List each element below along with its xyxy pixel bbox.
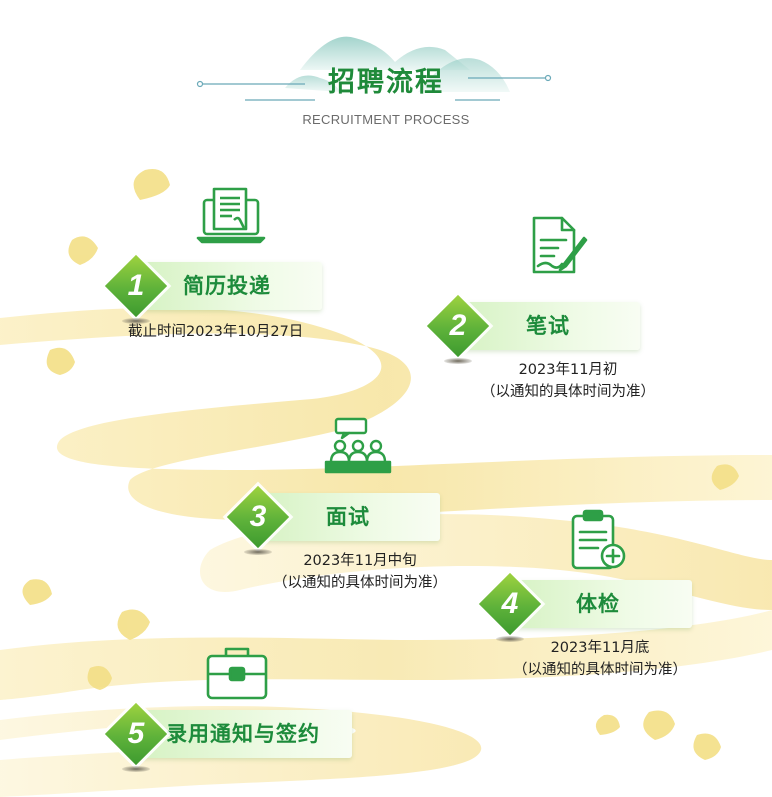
section-header: 招聘流程 RECRUITMENT PROCESS [0, 0, 772, 140]
step-4-shadow [496, 636, 524, 642]
step-1-date: 截止时间2023年10月27日 [128, 324, 304, 340]
step-4-number: 4 [501, 587, 519, 620]
step-3-label: 面试 [326, 505, 370, 529]
step-1-label: 简历投递 [183, 274, 271, 298]
step-4-label: 体检 [576, 592, 620, 616]
step-1-shadow [122, 318, 150, 324]
step-5-card [136, 710, 352, 758]
page-title: 招聘流程 [328, 67, 444, 98]
step-4-note: （以通知的具体时间为准） [513, 662, 687, 678]
step-4-date: 2023年11月底 [550, 640, 650, 656]
step-5-number: 5 [127, 717, 145, 750]
document-pen-icon [532, 216, 588, 274]
step-5-label: 录用通知与签约 [166, 722, 320, 746]
step-5-shadow [122, 766, 150, 772]
step-3-date: 2023年11月中旬 [303, 553, 417, 569]
step-2-date: 2023年11月初 [518, 362, 618, 378]
step-3-number: 3 [249, 500, 267, 533]
briefcase-icon [206, 647, 268, 700]
step-2-shadow [444, 358, 472, 364]
page-subtitle: RECRUITMENT PROCESS [302, 112, 470, 127]
step-2-note: （以通知的具体时间为准） [481, 384, 655, 400]
interview-panel-icon [324, 417, 392, 474]
resume-laptop-icon [196, 187, 266, 244]
step-2-number: 2 [449, 309, 467, 342]
step-2-label: 笔试 [526, 314, 570, 338]
step-3-shadow [244, 549, 272, 555]
step-1-number: 1 [127, 269, 145, 302]
medical-clipboard-icon [571, 509, 626, 570]
step-3-note: （以通知的具体时间为准） [273, 575, 447, 591]
